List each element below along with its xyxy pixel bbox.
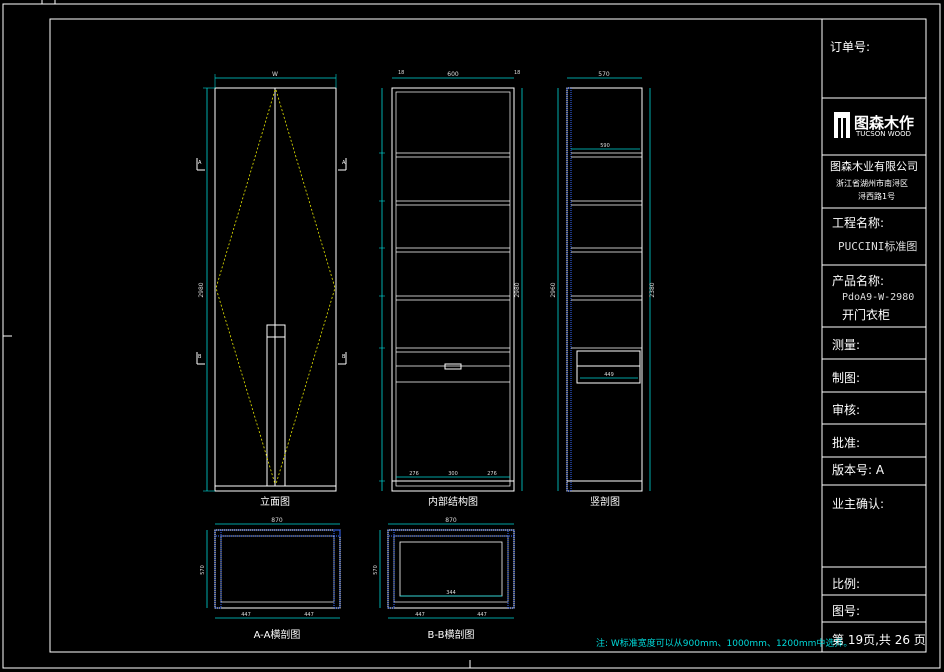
section-inner-label: 590 bbox=[600, 143, 610, 149]
bb-width-label: 870 bbox=[445, 517, 457, 524]
bb-hatch-right bbox=[507, 529, 515, 609]
section-drawer bbox=[576, 350, 641, 384]
front-handle bbox=[266, 324, 286, 338]
section-marker-b-left bbox=[196, 352, 205, 365]
vertical-section: 570 590 2960 2380 449 bbox=[550, 71, 656, 492]
internal-top-side: 18 bbox=[514, 70, 520, 76]
aa-bottom-label-2: 447 bbox=[304, 612, 314, 618]
aa-bottom-label-1: 447 bbox=[241, 612, 251, 618]
brand-cn: 图森木作 bbox=[854, 114, 915, 132]
bb-depth-label: 570 bbox=[373, 565, 379, 575]
project-label: 工程名称: bbox=[832, 216, 885, 230]
bb-inner-label: 344 bbox=[446, 590, 456, 596]
internal-height-label: 2980 bbox=[514, 282, 521, 297]
tucson-wood-logo-mark bbox=[834, 112, 850, 138]
internal-left-dim-ticks bbox=[379, 152, 385, 482]
review-label: 审核: bbox=[832, 403, 861, 417]
product-label: 产品名称: bbox=[832, 274, 885, 288]
company-name: 图森木业有限公司 bbox=[830, 160, 918, 173]
internal-bottom-label-2: 300 bbox=[448, 471, 458, 477]
internal-shelves bbox=[396, 152, 510, 383]
aa-depth-label: 570 bbox=[200, 565, 206, 575]
product-code: PdoA9-W-2980 bbox=[842, 292, 915, 303]
draw-label: 制图: bbox=[832, 371, 861, 385]
aa-hatch-left bbox=[214, 529, 222, 609]
section-letter: A bbox=[198, 160, 202, 166]
drawer-handle bbox=[444, 363, 462, 370]
caption-aa-section: A-A横剖图 bbox=[253, 630, 301, 641]
product-name: 开门衣柜 bbox=[842, 308, 891, 322]
address-line-1: 浙江省湖州市南浔区 bbox=[836, 179, 908, 188]
width-note: 注: W标准宽度可以从900mm、1000mm、1200mm中选择。 bbox=[596, 639, 853, 649]
front-elevation: W 2980 A A B B bbox=[196, 71, 347, 492]
caption-bb-section: B-B横剖图 bbox=[427, 630, 475, 641]
internal-structure: 600 18 18 2980 276 300 276 bbox=[379, 70, 523, 492]
brand-en: TUCSON WOOD bbox=[856, 130, 912, 138]
sheet-frame-outer bbox=[2, 3, 941, 669]
bb-bottom-label-1: 447 bbox=[415, 612, 425, 618]
aa-inner bbox=[220, 535, 335, 603]
internal-top-label: 600 bbox=[447, 71, 459, 78]
internal-bottom-label-1: 276 bbox=[409, 471, 419, 477]
internal-bottom-label-3: 276 bbox=[487, 471, 497, 477]
bb-hatch-top bbox=[387, 529, 515, 537]
front-width-label: W bbox=[272, 71, 278, 78]
section-marker-a-right bbox=[338, 158, 347, 171]
bb-drawer bbox=[399, 541, 503, 597]
section-drawer-label: 449 bbox=[604, 372, 614, 378]
section-height-label: 2960 bbox=[550, 282, 557, 297]
door-swing-right bbox=[275, 89, 336, 485]
internal-top-side: 18 bbox=[398, 70, 404, 76]
aa-hatch-top bbox=[214, 529, 341, 537]
approve-label: 批准: bbox=[832, 436, 861, 450]
door-swing-left bbox=[215, 89, 276, 485]
section-letter: A bbox=[342, 160, 346, 166]
section-back-panel bbox=[566, 87, 572, 492]
project-value: PUCCINI标准图 bbox=[838, 240, 918, 253]
scale-label: 比例: bbox=[832, 577, 861, 591]
sheet-frame-inner bbox=[49, 18, 927, 653]
section-top-label: 570 bbox=[598, 71, 610, 78]
internal-outline bbox=[391, 87, 515, 492]
section-marker-a-left bbox=[196, 158, 205, 171]
section-marker-b-right bbox=[338, 352, 347, 365]
aa-section: 870 570 447 447 bbox=[200, 517, 341, 619]
section-letter: B bbox=[342, 354, 346, 360]
order-no-label: 订单号: bbox=[830, 40, 871, 54]
title-block-rows bbox=[822, 97, 926, 623]
page-number-label: 第 19页,共 26 页 bbox=[832, 633, 926, 647]
aa-width-label: 870 bbox=[271, 517, 283, 524]
bb-section: 870 570 344 447 447 bbox=[373, 517, 515, 619]
section-right-label: 2380 bbox=[649, 282, 656, 297]
measure-label: 测量: bbox=[832, 338, 861, 352]
caption-vertical-section: 竖剖图 bbox=[590, 497, 620, 508]
section-shelves bbox=[571, 152, 642, 349]
owner-confirm-label: 业主确认: bbox=[832, 497, 885, 511]
front-height-label: 2980 bbox=[198, 282, 205, 297]
caption-front-elevation: 立面图 bbox=[260, 497, 290, 508]
aa-hatch-right bbox=[333, 529, 341, 609]
version-label: 版本号: A bbox=[832, 463, 885, 477]
address-line-2: 浔西路1号 bbox=[858, 192, 896, 201]
bb-bottom-label-2: 447 bbox=[477, 612, 487, 618]
caption-internal-structure: 内部结构图 bbox=[428, 497, 478, 508]
drawing-no-label: 图号: bbox=[832, 604, 861, 618]
aa-outline bbox=[214, 529, 341, 609]
internal-inner bbox=[395, 91, 511, 487]
bb-hatch-left bbox=[387, 529, 395, 609]
section-letter: B bbox=[198, 354, 202, 360]
